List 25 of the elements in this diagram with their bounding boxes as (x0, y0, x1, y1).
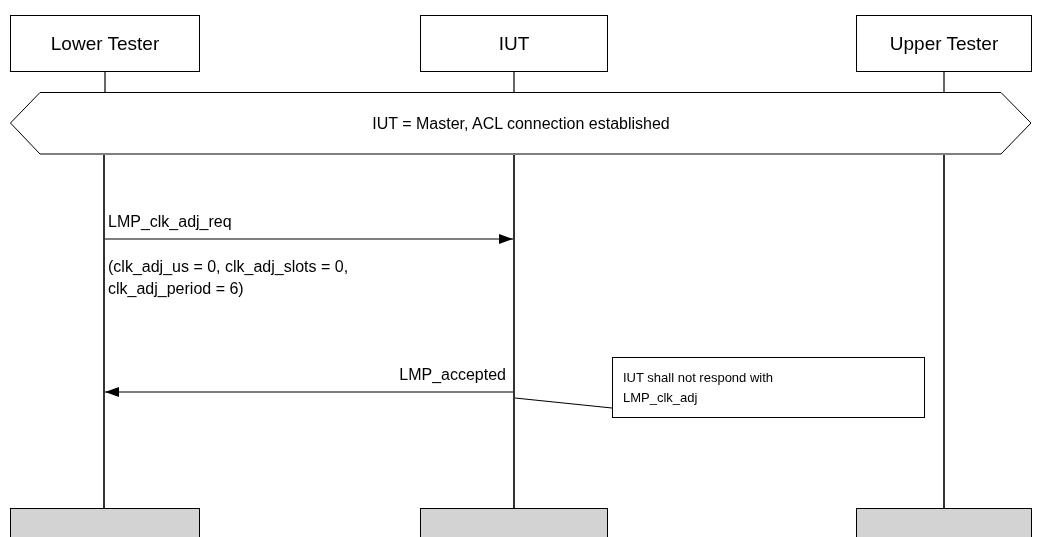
lifeline-end-box (10, 508, 200, 537)
participant-name: Lower Tester (50, 32, 160, 55)
participant-box (10, 15, 200, 72)
note-text: IUT shall not respond with LMP_clk_adj (623, 368, 775, 407)
note-box (612, 357, 925, 418)
lifeline (104, 71, 106, 93)
participant-name: Upper Tester (889, 32, 999, 55)
lifeline (513, 71, 515, 93)
condition-hexagon (10, 92, 1032, 155)
participant-box (856, 15, 1032, 72)
message-arrow (104, 387, 514, 397)
lifeline (513, 155, 515, 508)
lifeline-end-box (856, 508, 1032, 537)
lifeline-end-box (420, 508, 608, 537)
message-arrow (104, 234, 514, 244)
participant-box (420, 15, 608, 72)
lifeline (943, 155, 945, 508)
leader-line (514, 397, 613, 409)
message-label: LMP_clk_adj_req (108, 213, 232, 231)
participant-name: IUT (498, 32, 530, 55)
lifeline (943, 71, 945, 93)
message-label: LMP_accepted (399, 366, 506, 384)
message-parameters: (clk_adj_us = 0, clk_adj_slots = 0, clk_adj_period = 6) (108, 257, 350, 299)
condition-text: IUT = Master, ACL connection established (372, 114, 670, 133)
lifeline (103, 155, 105, 508)
